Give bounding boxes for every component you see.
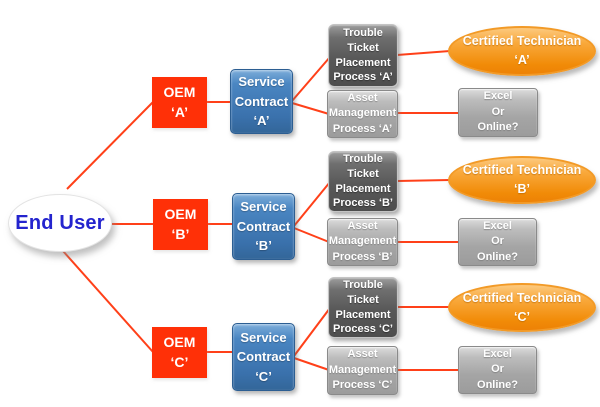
- excel-online-b-label: Excel Or Online?: [477, 219, 518, 263]
- end-user-label: End User: [15, 211, 105, 234]
- excel-online-b-node: Excel Or Online?: [458, 218, 537, 266]
- oem-b-node: OEM ‘B’: [153, 199, 208, 250]
- trouble-ticket-c-node: Trouble Ticket Placement Process ‘C’: [328, 277, 398, 338]
- end-user-node: End User: [8, 194, 112, 252]
- excel-online-a-label: Excel Or Online?: [477, 90, 519, 134]
- certified-technician-a-node: Certified Technician ‘A’: [448, 26, 596, 76]
- certified-technician-c-label: Certified Technician ‘C’: [462, 290, 582, 324]
- asset-management-a-node: Asset Management Process ‘A’: [327, 90, 398, 138]
- oem-b-label: OEM ‘B’: [164, 205, 197, 242]
- trouble-ticket-b-label: Trouble Ticket Placement Process ‘B’: [333, 152, 393, 210]
- service-contract-c-node: Service Contract ‘C’: [232, 323, 295, 391]
- oem-c-node: OEM ‘C’: [152, 327, 207, 378]
- service-contract-c-label: Service Contract ‘C’: [236, 329, 291, 384]
- connector-sc-tt-c: [293, 307, 331, 357]
- service-contract-a-node: Service Contract ‘A’: [230, 69, 293, 134]
- service-contract-b-label: Service Contract ‘B’: [236, 199, 291, 254]
- trouble-ticket-b-node: Trouble Ticket Placement Process ‘B’: [328, 151, 398, 212]
- service-contract-b-node: Service Contract ‘B’: [232, 193, 295, 260]
- service-contract-a-label: Service Contract ‘A’: [234, 74, 289, 129]
- certified-technician-b-node: Certified Technician ‘B’: [448, 156, 596, 204]
- asset-management-a-label: Asset Management Process ‘A’: [328, 91, 397, 135]
- asset-management-b-label: Asset Management Process ‘B’: [328, 219, 397, 263]
- connector-tt-ct-b: [396, 179, 451, 182]
- connector-enduser-oem-c: [62, 250, 154, 353]
- certified-technician-c-node: Certified Technician ‘C’: [448, 283, 596, 332]
- asset-management-c-node: Asset Management Process ‘C’: [327, 346, 398, 395]
- connector-sc-am-a: [291, 102, 330, 115]
- excel-online-a-node: Excel Or Online?: [458, 88, 538, 137]
- excel-online-c-node: Excel Or Online?: [458, 346, 537, 394]
- oem-a-node: OEM ‘A’: [152, 77, 207, 128]
- certified-technician-b-label: Certified Technician ‘B’: [462, 163, 582, 196]
- certified-technician-a-label: Certified Technician ‘A’: [462, 34, 582, 67]
- oem-c-label: OEM ‘C’: [163, 333, 196, 370]
- trouble-ticket-a-node: Trouble Ticket Placement Process ‘A’: [328, 24, 398, 87]
- connector-sc-tt-b: [293, 181, 331, 227]
- oem-a-label: OEM ‘A’: [163, 83, 196, 120]
- asset-management-c-label: Asset Management Process ‘C’: [328, 348, 397, 392]
- connector-enduser-oem-a: [66, 101, 154, 190]
- trouble-ticket-c-label: Trouble Ticket Placement Process ‘C’: [333, 278, 393, 336]
- asset-management-b-node: Asset Management Process ‘B’: [327, 218, 398, 266]
- excel-online-c-label: Excel Or Online?: [477, 347, 518, 391]
- trouble-ticket-a-label: Trouble Ticket Placement Process ‘A’: [333, 26, 393, 84]
- connector-sc-am-b: [293, 227, 330, 243]
- connector-tt-ct-a: [396, 50, 451, 56]
- connector-sc-am-c: [293, 357, 330, 371]
- connector-sc-tt-a: [291, 56, 331, 102]
